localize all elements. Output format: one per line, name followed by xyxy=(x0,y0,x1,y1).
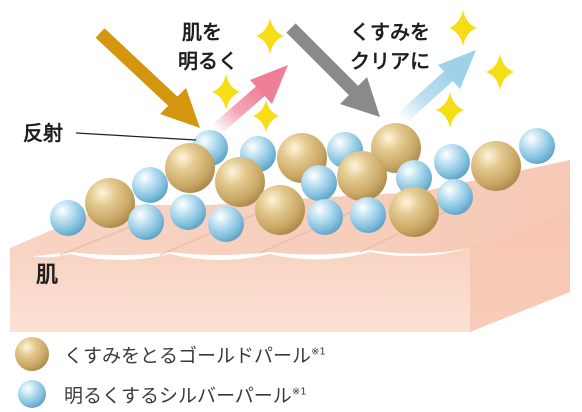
sparkle-icon xyxy=(253,100,279,132)
silver-pearl xyxy=(170,194,206,230)
silver-pearl xyxy=(519,128,555,164)
pearls xyxy=(50,123,555,242)
brighten-label-line1: 肌を xyxy=(182,20,222,44)
silver-pearl xyxy=(208,206,244,242)
brighten-label-line2: 明るく xyxy=(178,49,238,73)
legend-item-gold: くすみをとるゴールドパール※1 xyxy=(14,336,326,372)
gold-pearl xyxy=(471,141,521,191)
reflection-label: 反射 xyxy=(23,121,63,145)
sparkle-icon xyxy=(449,10,477,46)
legend-silver-text: 明るくするシルバーパール※1 xyxy=(64,384,307,407)
gold-pearl xyxy=(85,178,135,228)
clear-label-line2: クリアに xyxy=(350,49,430,73)
legend-item-silver: 明るくするシルバーパール※1 xyxy=(14,378,307,410)
gold-pearl xyxy=(215,157,265,207)
gold-arrow xyxy=(95,28,200,128)
blue-reflect-arrow xyxy=(396,50,476,124)
sparkle-icons xyxy=(212,10,514,132)
gold-pearl xyxy=(371,123,421,173)
gold-pearl-icon xyxy=(15,337,49,371)
gold-pearl xyxy=(337,151,387,201)
silver-pearl xyxy=(128,204,164,240)
silver-pearl xyxy=(50,200,86,236)
reflection-callout: 反射 xyxy=(23,121,197,145)
legend-gold-text: くすみをとるゴールドパール※1 xyxy=(64,344,326,367)
skin-fold-lines xyxy=(59,204,461,256)
silver-pearl xyxy=(434,144,470,180)
gold-pearl xyxy=(389,187,439,237)
sparkle-icon xyxy=(486,54,514,90)
clear-label-line1: くすみを xyxy=(350,20,430,44)
silver-pearl xyxy=(301,165,337,201)
skin-side xyxy=(10,210,570,332)
gold-pearl xyxy=(165,143,215,193)
sparkle-icon xyxy=(212,74,240,110)
silver-pearl xyxy=(307,199,343,235)
skin-label: 肌 xyxy=(36,263,58,288)
silver-pearl xyxy=(132,167,168,203)
sparkle-icon xyxy=(436,92,464,128)
silver-pearl xyxy=(350,197,386,233)
skin-right-face xyxy=(470,210,570,332)
pink-reflect-arrow xyxy=(211,65,288,135)
gold-pearl xyxy=(255,185,305,235)
sparkle-icon xyxy=(256,18,284,54)
reflection-leader-line xyxy=(75,132,197,141)
silver-pearl xyxy=(396,160,432,196)
gray-arrow xyxy=(286,23,380,117)
silver-pearl-icon xyxy=(18,380,46,408)
silver-pearl xyxy=(437,179,473,215)
